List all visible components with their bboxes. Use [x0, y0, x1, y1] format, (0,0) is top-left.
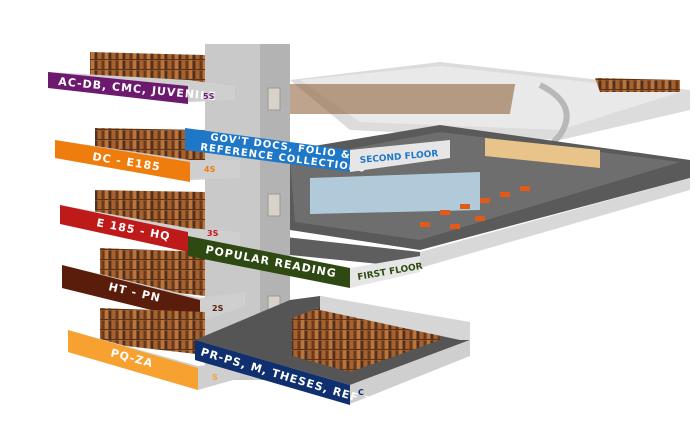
floor-s[interactable]: PQ-ZA S: [68, 308, 240, 390]
elevator-door: [267, 193, 281, 217]
floor-tag: 4S: [204, 165, 216, 174]
floor-tag: 2S: [212, 304, 224, 313]
floor-3s[interactable]: E 185 - HQ 3S: [60, 190, 240, 252]
second-floor-plate[interactable]: [279, 62, 690, 188]
floor-4s[interactable]: DC - E185 4S: [55, 128, 240, 182]
floor-2s-tag-overlay: 2S: [212, 304, 224, 313]
floor-tag: S: [212, 373, 218, 382]
floor-tag: 5S: [203, 92, 215, 101]
floor-tag: 3S: [207, 229, 219, 238]
floor-2s[interactable]: HT - PN: [62, 248, 245, 322]
first-floor-label[interactable]: POPULAR READING FIRST FLOOR: [188, 236, 424, 288]
elevator-door: [267, 87, 281, 111]
floor-tag: C: [358, 388, 364, 397]
